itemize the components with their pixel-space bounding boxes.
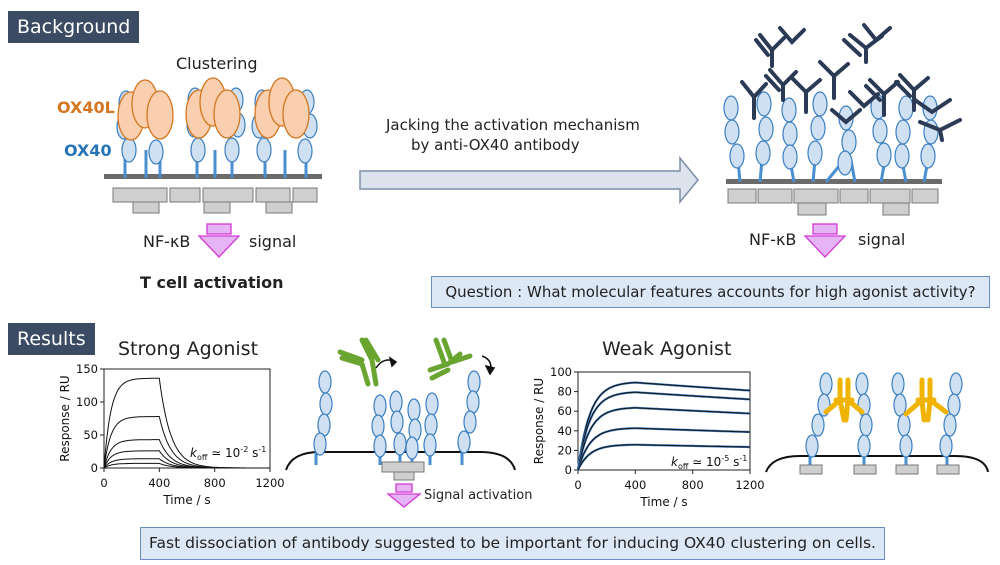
y-tick-label: 0 <box>91 461 98 475</box>
y-tick-label: 100 <box>550 365 572 379</box>
x-axis-label: Time / s <box>162 493 210 507</box>
cytoplasmic-blocks-left <box>112 187 318 214</box>
cell-membrane-weak <box>765 455 989 473</box>
signal-arrow-right <box>803 223 847 258</box>
ox40l-trimers <box>117 77 310 141</box>
weak-agonist-title: Weak Agonist <box>602 338 732 360</box>
background-section-label: Background <box>8 11 140 43</box>
ox40-domains-strong <box>313 370 481 460</box>
y-axis-label: Response / RU <box>58 375 72 461</box>
mechanism-line2: by anti-OX40 antibody <box>411 136 580 154</box>
anti-ox40-antibodies-dark <box>740 23 962 142</box>
sensorgram-curve <box>577 427 750 471</box>
clustering-label: Clustering <box>176 54 258 73</box>
signal-arrow-left <box>197 223 241 258</box>
ox40l-label: OX40L <box>57 98 115 117</box>
y-axis-label: Response / RU <box>532 378 546 464</box>
koff-annotation: koff ≃ 10-2 s-1 <box>190 445 266 462</box>
mechanism-line1: Jacking the activation mechanism <box>386 116 640 134</box>
y-tick-label: 0 <box>565 463 572 477</box>
x-axis-label: Time / s <box>639 495 687 509</box>
y-tick-label: 20 <box>557 443 572 457</box>
conclusion-callout: Fast dissociation of antibody suggested … <box>140 527 885 560</box>
dissociation-arrows <box>375 355 496 376</box>
x-tick-label: 1200 <box>255 476 284 490</box>
ox40-label: OX40 <box>64 141 112 160</box>
x-tick-label: 800 <box>682 478 704 492</box>
plot-frame <box>577 371 751 471</box>
question-callout: Question : What molecular features accou… <box>431 276 990 308</box>
strong-agonist-title: Strong Agonist <box>118 338 259 360</box>
cytoplasmic-blocks-strong <box>381 461 425 481</box>
y-tick-label: 50 <box>83 428 98 442</box>
yellow-antibodies <box>823 377 949 423</box>
y-tick-label: 60 <box>557 404 572 418</box>
tcell-activation-label: T cell activation <box>140 273 284 292</box>
signal-activation-label: Signal activation <box>424 488 533 503</box>
y-tick-label: 150 <box>76 362 98 376</box>
x-tick-label: 0 <box>574 478 581 492</box>
signal-left-label: signal <box>249 232 297 251</box>
sensorgram-curve <box>577 444 750 471</box>
x-tick-label: 800 <box>204 476 226 490</box>
x-tick-label: 400 <box>148 476 170 490</box>
ox40-receptors-weak <box>808 456 949 466</box>
y-tick-label: 40 <box>557 424 572 438</box>
green-antibodies <box>337 337 473 387</box>
results-section-label: Results <box>8 323 95 355</box>
signal-activation-arrow <box>386 483 422 508</box>
koff-annotation: koff ≃ 10-5 s-1 <box>671 454 747 471</box>
sensorgram-curve <box>577 391 751 471</box>
x-tick-label: 0 <box>100 476 107 490</box>
sensorgram-curve <box>103 462 270 469</box>
sensorgram-curve <box>577 407 750 471</box>
membrane-left <box>104 174 322 179</box>
cytoplasmic-blocks-right <box>727 188 939 216</box>
nfkb-right-label: NF-κB <box>749 230 797 249</box>
signal-right-label: signal <box>858 230 906 249</box>
x-tick-label: 400 <box>624 478 646 492</box>
sensorgram-curve <box>577 381 750 471</box>
nfkb-left-label: NF-κB <box>143 232 191 251</box>
y-tick-label: 100 <box>76 395 98 409</box>
x-tick-label: 1200 <box>735 478 764 492</box>
ox40-domains-weak <box>805 372 963 458</box>
cytoplasmic-blocks-weak <box>799 464 960 475</box>
y-tick-label: 80 <box>557 385 572 399</box>
membrane-right <box>726 179 942 184</box>
